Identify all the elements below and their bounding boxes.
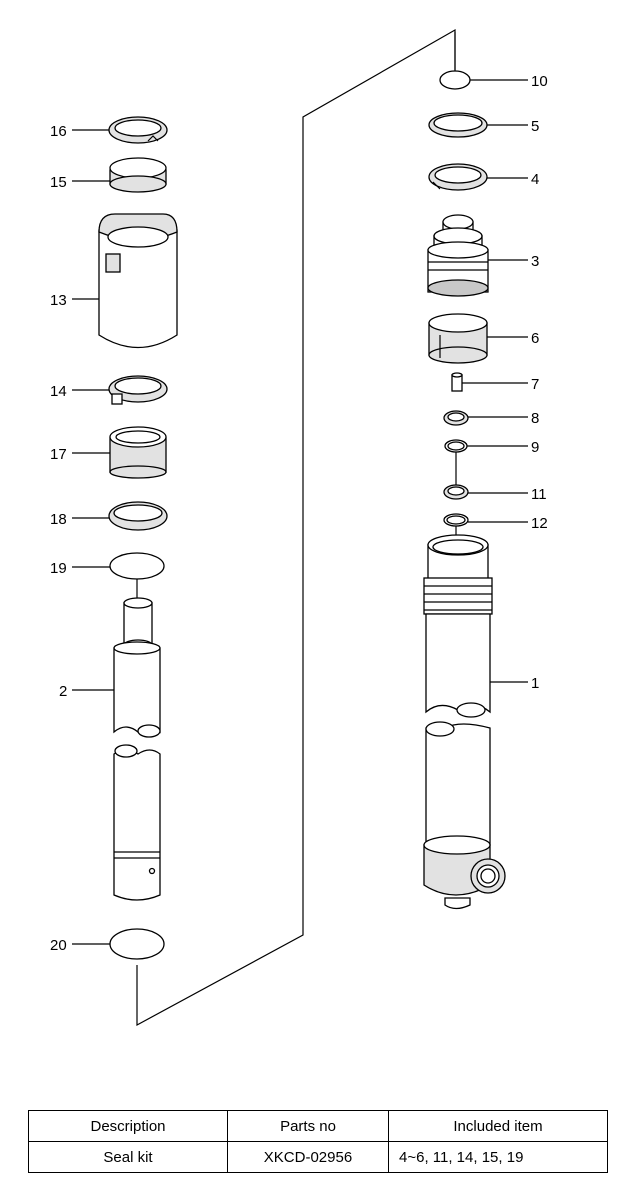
callout-10: 10 — [531, 73, 548, 90]
part-18-ring — [72, 501, 168, 531]
part-10-disc — [439, 70, 528, 90]
part-6-band — [428, 313, 528, 364]
assembly-path — [136, 28, 456, 1027]
part-3-piston — [427, 214, 528, 297]
callout-11: 11 — [531, 486, 547, 503]
callout-18: 18 — [50, 511, 67, 528]
col-header-description: Description — [28, 1110, 228, 1142]
callout-12: 12 — [531, 515, 548, 532]
callout-15: 15 — [50, 174, 67, 191]
callout-3: 3 — [531, 253, 539, 270]
part-13-gland — [72, 213, 178, 349]
cell-parts-no: XKCD-02956 — [227, 1141, 389, 1173]
part-9-oring — [444, 439, 528, 485]
callout-4: 4 — [531, 171, 539, 188]
callout-5: 5 — [531, 118, 539, 135]
part-5-ring — [428, 112, 528, 138]
exploded-parts-diagram: 10 5 4 3 6 7 8 9 11 12 1 16 15 13 14 17 … — [50, 28, 548, 1027]
cell-included-item: 4~6, 11, 14, 15, 19 — [388, 1141, 608, 1173]
part-2-rod — [72, 597, 161, 901]
callout-19: 19 — [50, 560, 67, 577]
callout-13: 13 — [50, 292, 67, 309]
callout-9: 9 — [531, 439, 539, 456]
seal-kit-table: Description Parts no Included item Seal … — [28, 1110, 608, 1173]
callout-8: 8 — [531, 410, 539, 427]
part-19-disc — [72, 552, 165, 600]
callout-16: 16 — [50, 123, 67, 140]
callout-6: 6 — [531, 330, 539, 347]
callout-7: 7 — [531, 376, 539, 393]
part-16-split-ring — [72, 116, 168, 144]
part-15-band — [72, 157, 167, 193]
part-14-split-ring — [72, 375, 168, 405]
part-7-pin — [451, 372, 528, 392]
table-header-row: Description Parts no Included item — [28, 1110, 608, 1142]
part-17-bushing — [72, 426, 167, 479]
part-8-ring — [443, 410, 528, 426]
callout-20: 20 — [50, 937, 67, 954]
cell-description: Seal kit — [28, 1141, 228, 1173]
callout-2: 2 — [59, 683, 67, 700]
col-header-included-item: Included item — [388, 1110, 608, 1142]
callout-14: 14 — [50, 383, 67, 400]
part-20-disc — [72, 928, 165, 960]
callout-17: 17 — [50, 446, 67, 463]
part-1-cylinder-tube — [423, 534, 528, 910]
part-4-split-ring — [428, 163, 528, 191]
callout-1: 1 — [531, 675, 539, 692]
col-header-parts-no: Parts no — [227, 1110, 389, 1142]
table-row: Seal kit XKCD-02956 4~6, 11, 14, 15, 19 — [28, 1141, 608, 1173]
part-11-ring — [443, 484, 528, 500]
